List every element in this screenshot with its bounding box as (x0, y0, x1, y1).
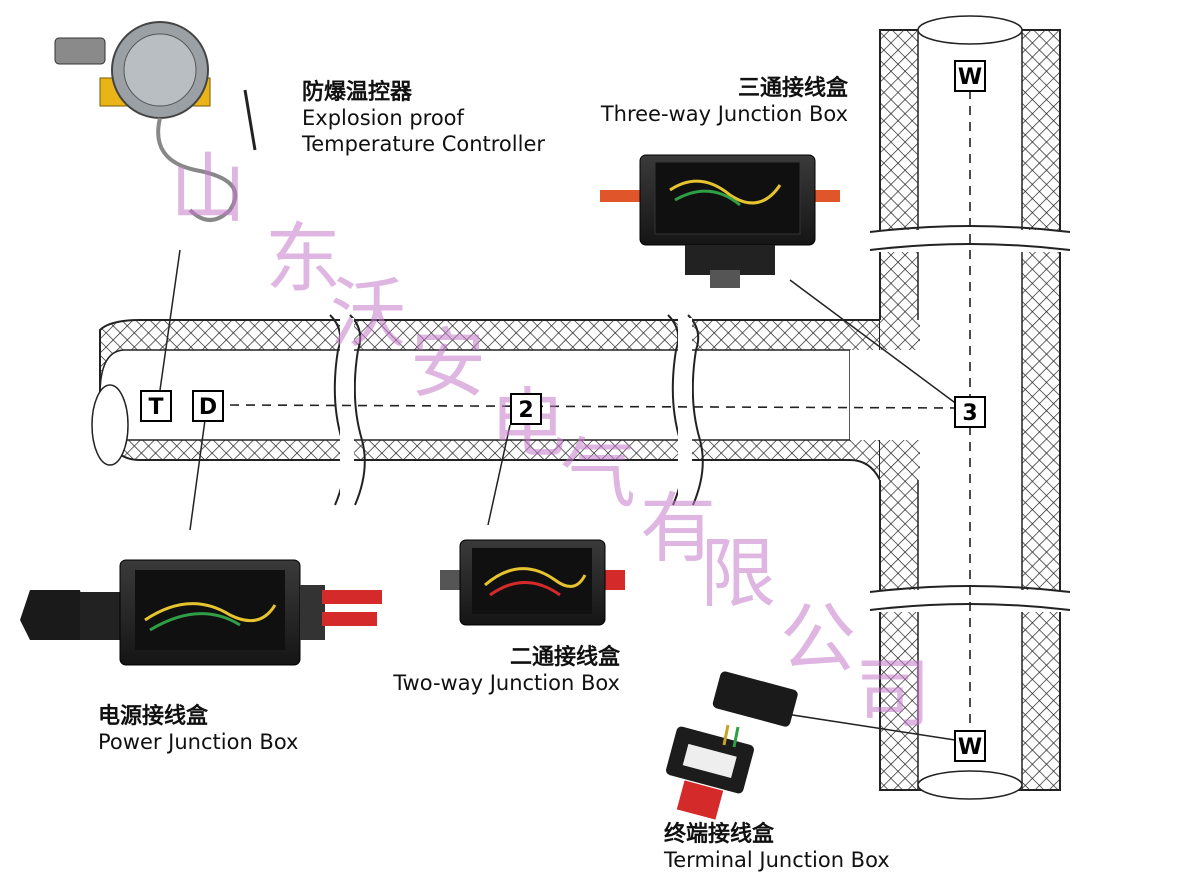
two-way-en: Two-way Junction Box (393, 671, 620, 696)
watermark-char: 沃 (330, 269, 406, 358)
power-box-image (20, 559, 382, 666)
terminal-box-image (666, 671, 798, 820)
watermark-char: 安 (410, 319, 486, 408)
tag-w-bottom: W (954, 730, 986, 762)
watermark-char: 限 (700, 529, 776, 618)
power-box-en: Power Junction Box (98, 730, 299, 755)
three-way-en: Three-way Junction Box (600, 102, 848, 127)
horizontal-pipe (91, 314, 1001, 521)
terminal-box-label: 终端接线盒 Terminal Junction Box (664, 822, 890, 874)
two-way-label: 二通接线盒 Two-way Junction Box (376, 645, 620, 697)
tag-d: D (192, 390, 224, 422)
tag-two-way: 2 (510, 393, 542, 425)
terminal-box-en: Terminal Junction Box (664, 848, 890, 873)
watermark: 山 东 沃 安 电 气 有 限 公 司 (170, 144, 931, 738)
watermark-char: 公 (780, 594, 856, 683)
power-box-label: 电源接线盒 Power Junction Box (98, 704, 298, 756)
watermark-char: 山 (170, 144, 246, 233)
temp-controller-en2: Temperature Controller (302, 131, 545, 156)
temperature-controller-image (54, 21, 257, 222)
three-way-box-image (600, 154, 840, 288)
two-way-box-image (440, 539, 625, 626)
temp-controller-en1: Explosion proof (302, 106, 464, 131)
tag-t: T (140, 390, 172, 422)
power-box-cn: 电源接线盒 (98, 704, 209, 729)
watermark-char: 司 (855, 649, 931, 738)
tag-w-top: W (954, 60, 986, 92)
three-way-label: 三通接线盒 Three-way Junction Box (590, 76, 848, 128)
watermark-char: 东 (265, 214, 341, 303)
temp-controller-label: 防爆温控器 Explosion proof Temperature Contro… (302, 80, 545, 157)
temp-controller-cn: 防爆温控器 (302, 80, 413, 105)
leader-lines (159, 249, 959, 741)
two-way-cn: 二通接线盒 (509, 645, 620, 670)
tag-three-way: 3 (954, 396, 986, 428)
watermark-char: 气 (560, 429, 636, 518)
terminal-box-cn: 终端接线盒 (664, 822, 775, 847)
watermark-char: 有 (640, 484, 716, 573)
three-way-cn: 三通接线盒 (737, 76, 848, 101)
